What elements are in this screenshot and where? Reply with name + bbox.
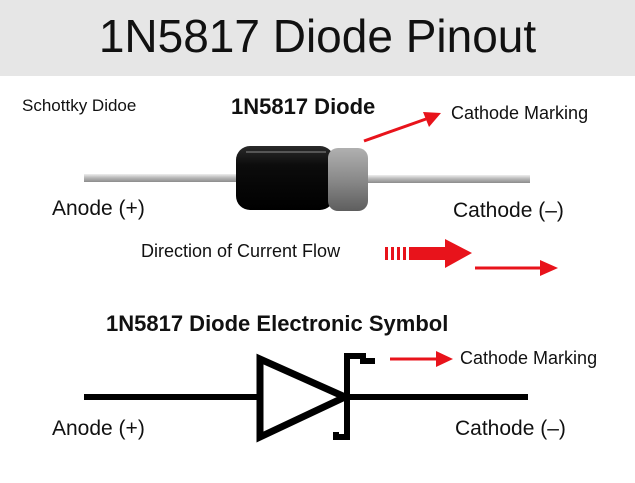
cathode-label-bottom: Cathode (–) bbox=[455, 417, 566, 440]
diode-component-illustration bbox=[84, 146, 530, 211]
anode-label-top: Anode (+) bbox=[52, 197, 145, 220]
current-flow-label: Direction of Current Flow bbox=[141, 241, 341, 261]
symbol-section-title: 1N5817 Diode Electronic Symbol bbox=[106, 311, 449, 336]
title-banner: 1N5817 Diode Pinout bbox=[0, 0, 635, 76]
cathode-marking-label-top: Cathode Marking bbox=[451, 103, 589, 123]
cathode-band bbox=[328, 148, 368, 211]
anode-lead bbox=[84, 174, 244, 182]
symbol-schottky-bar bbox=[333, 353, 375, 440]
diode-electronic-symbol bbox=[84, 353, 528, 443]
page-title: 1N5817 Diode Pinout bbox=[98, 10, 537, 62]
cathode-label-top: Cathode (–) bbox=[453, 199, 564, 222]
cathode-marking-label-bottom: Cathode Marking bbox=[460, 348, 598, 368]
current-flow-small-arrow-icon bbox=[475, 260, 558, 276]
cathode-marking-arrow-bottom bbox=[390, 351, 453, 367]
part-name-label: 1N5817 Diode bbox=[231, 94, 376, 119]
cathode-marking-arrow-top bbox=[363, 112, 441, 143]
diode-body bbox=[236, 146, 334, 210]
subtitle-label: Schottky Didoe bbox=[22, 96, 137, 115]
anode-label-bottom: Anode (+) bbox=[52, 417, 145, 440]
current-flow-arrow-icon bbox=[385, 239, 472, 268]
symbol-triangle bbox=[256, 353, 354, 443]
cathode-lead bbox=[368, 175, 530, 183]
